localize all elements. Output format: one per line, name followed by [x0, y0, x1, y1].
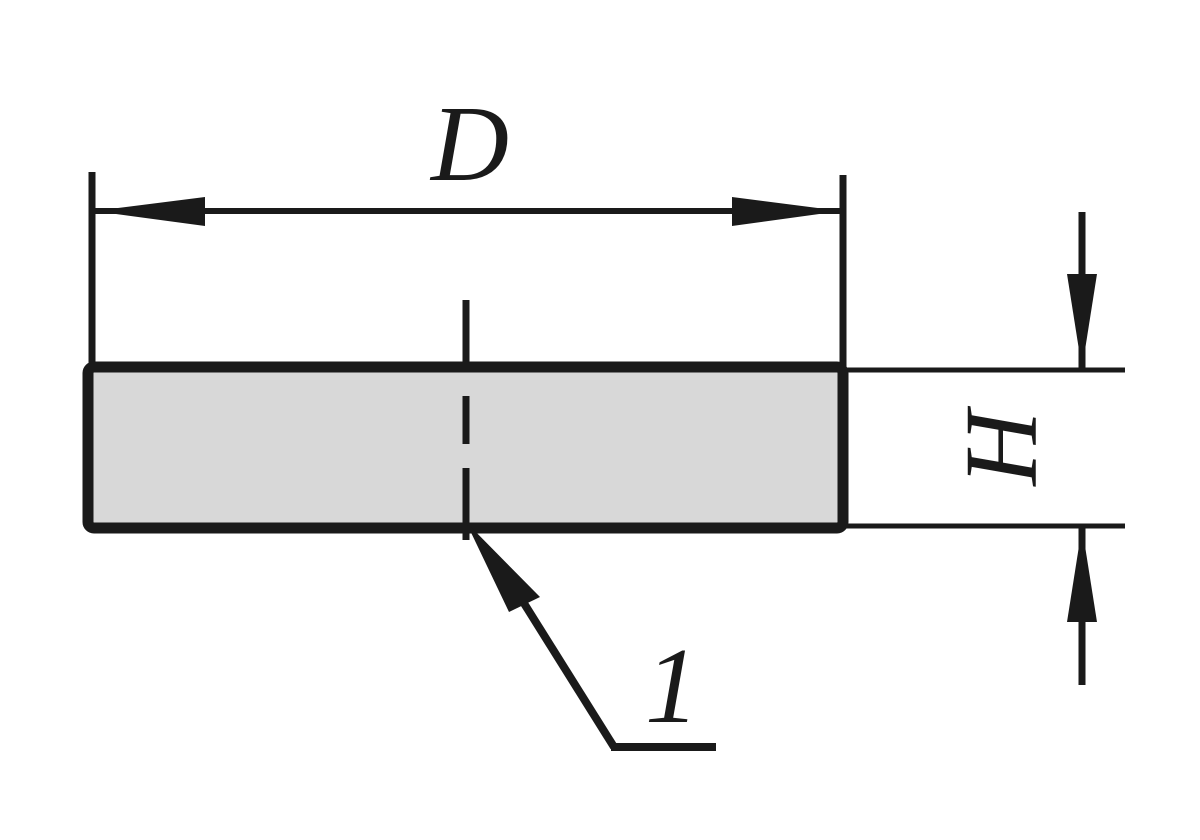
diameter-right-arrowhead — [732, 197, 841, 226]
diameter-extension-lines — [88, 172, 847, 372]
height-top-arrowhead — [1067, 274, 1097, 369]
item-number-label: 1 — [645, 627, 699, 746]
diameter-dimension-line — [92, 197, 843, 226]
height-extension-lines — [843, 367, 1125, 529]
height-dimension-line — [1067, 212, 1097, 685]
item-callout-leader — [466, 522, 716, 751]
height-bottom-arrowhead — [1067, 527, 1097, 622]
leader-arrowhead — [466, 522, 540, 612]
height-label: H — [944, 406, 1059, 488]
diameter-left-arrowhead — [94, 197, 205, 226]
diameter-label: D — [429, 85, 509, 204]
